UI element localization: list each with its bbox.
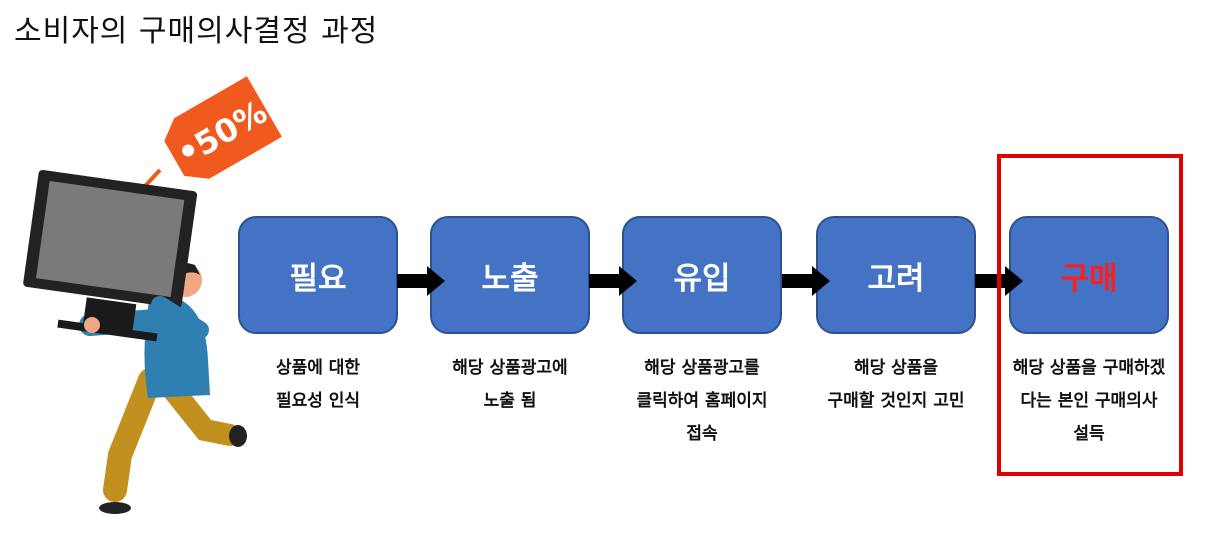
stage-inflow: 유입 — [622, 216, 786, 338]
stage-description: 해당 상품광고를 클릭하여 홈페이지 접속 — [636, 358, 768, 444]
stage-description: 해당 상품광고에 노출 됨 — [452, 358, 568, 411]
page-title: 소비자의 구매의사결정 과정 — [14, 14, 379, 49]
arrow-right-icon — [397, 266, 445, 296]
stage-box: 노출 — [430, 216, 590, 334]
stage-box: 유입 — [622, 216, 782, 334]
stage-need: 필요 — [238, 216, 402, 338]
stage-description: 상품에 대한 필요성 인식 — [275, 358, 361, 411]
tv — [23, 169, 198, 342]
stage-box: 고려 — [816, 216, 976, 334]
stage-consideration: 고려 — [816, 216, 980, 338]
highlight-frame — [997, 154, 1183, 476]
arrow-right-icon — [782, 266, 830, 296]
stage-exposure: 노출 — [430, 216, 594, 338]
sale-tag: 50% — [164, 76, 282, 179]
man-carrying-tv-illustration: 50% — [23, 76, 282, 514]
stage-box: 필요 — [238, 216, 398, 334]
arrow-right-icon — [589, 266, 637, 296]
stage-description: 해당 상품을 구매할 것인지 고민 — [827, 358, 965, 411]
stage-description: 해당 상품을 구매하겠 다는 본인 구매의사 설득 — [1012, 358, 1166, 444]
